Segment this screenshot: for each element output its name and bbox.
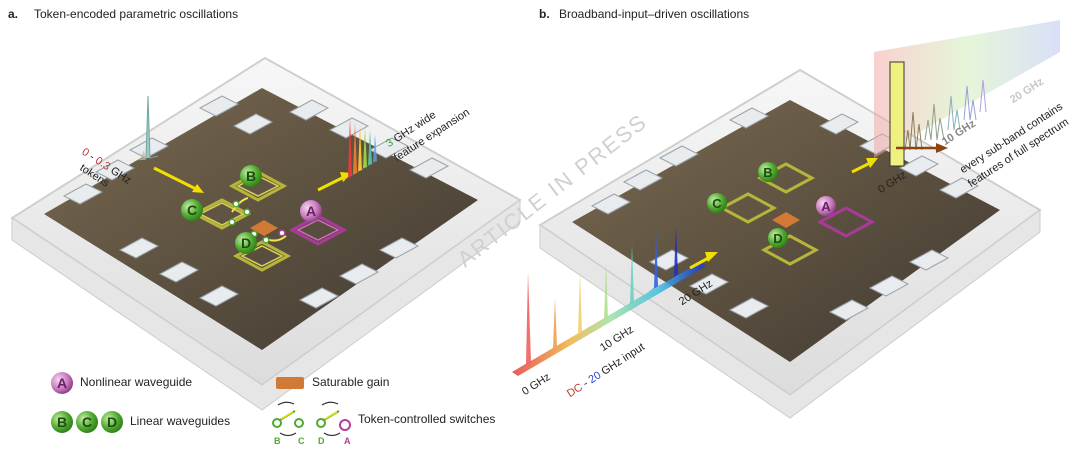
node-label-bB: B — [763, 165, 772, 180]
legend-linear-letter-C: C — [82, 414, 92, 430]
node-label-B: B — [246, 168, 256, 184]
saturable-gain-b — [772, 212, 800, 228]
node-ball-bD: D — [768, 228, 788, 248]
legend-nonlinear-label: Nonlinear waveguide — [80, 375, 193, 389]
output-spectrum-a — [342, 118, 377, 180]
legend-switch1-to: C — [298, 436, 305, 446]
legend-gain-label: Saturable gain — [312, 375, 390, 389]
node-ball-A: A — [300, 200, 322, 222]
input-spectrum-b — [513, 226, 686, 372]
node-label-A: A — [306, 203, 316, 219]
output-arrow-a — [317, 174, 347, 192]
legend-linear-label: Linear waveguides — [130, 414, 231, 428]
output-spectrum-b — [889, 61, 987, 167]
panel-a-chip: A B C D — [10, 56, 522, 411]
saturable-gain-a — [250, 220, 278, 236]
input-arrow-a — [153, 166, 199, 192]
node-ball-D: D — [235, 232, 257, 254]
node-label-bC: C — [712, 196, 722, 211]
input-token-spike-a — [137, 95, 159, 161]
node-ball-bA: A — [816, 196, 836, 216]
legend-gain-swatch — [276, 377, 304, 389]
panel-b-chip: A B C D — [512, 20, 1060, 419]
legend-switch-label: Token-controlled switches — [358, 412, 496, 426]
legend-switch2-to: A — [344, 436, 351, 446]
input-arrowhead-a — [192, 184, 204, 193]
node-ball-B: B — [240, 165, 262, 187]
output-arrowhead-b-brown — [936, 143, 948, 153]
legend: A B C D B C D A — [51, 372, 351, 446]
legend-switch1-from: B — [274, 436, 281, 446]
legend-nonlinear-icon: A — [51, 372, 73, 394]
input-baseline-b — [512, 262, 706, 376]
legend-linear-icons: B C D — [51, 411, 123, 433]
node-label-bA: A — [821, 199, 831, 214]
node-label-C: C — [187, 202, 197, 218]
panel-a-letter: a. — [8, 7, 19, 21]
node-ball-bB: B — [758, 162, 778, 182]
node-ball-bC: C — [707, 193, 727, 213]
node-label-bD: D — [773, 231, 782, 246]
legend-switch2-from: D — [318, 436, 325, 446]
legend-switch-icon-1: B C — [272, 401, 305, 446]
node-ball-C: C — [181, 199, 203, 221]
legend-linear-letter-D: D — [107, 414, 117, 430]
legend-linear-letter-B: B — [57, 414, 67, 430]
panel-b-letter: b. — [539, 7, 550, 21]
tray-a-rim — [11, 199, 521, 411]
panel-b-title: Broadband-input–driven oscillations — [559, 7, 750, 21]
output-arrowhead-b-yellow — [866, 158, 878, 168]
tray-b-rim — [539, 209, 1041, 419]
legend-switch-icon-2: D A — [316, 401, 351, 446]
panel-a-title: Token-encoded parametric oscillations — [34, 7, 239, 21]
input-arrowhead-b — [705, 252, 718, 262]
legend-nonlinear-letter: A — [57, 375, 67, 391]
node-label-D: D — [241, 235, 251, 251]
